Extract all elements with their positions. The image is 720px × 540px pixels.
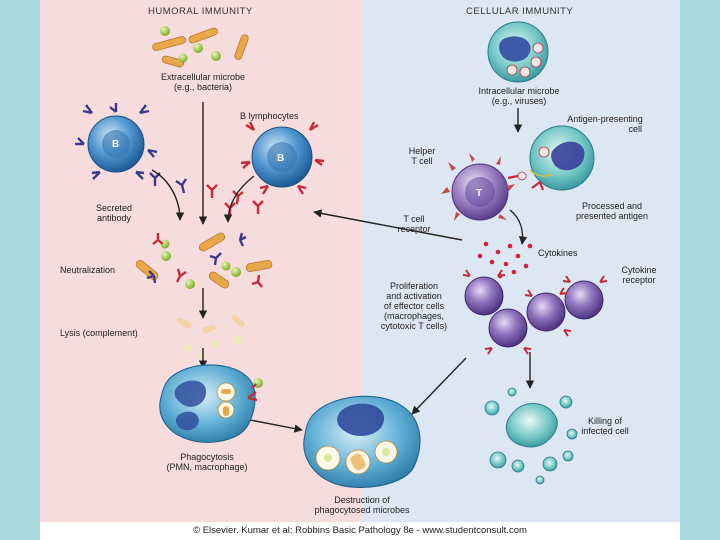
arrow-tcr-to-humoral: [313, 209, 463, 241]
label-tcr-line1: T cell: [403, 214, 425, 224]
label-b-lymphocytes: B lymphocytes: [240, 111, 299, 121]
label-helper-t-cell: Helper T cell: [402, 146, 442, 166]
header-humoral: HUMORAL IMMUNITY: [148, 6, 253, 17]
arrow-to-destruction: [249, 419, 303, 433]
label-killing-line2: infected cell: [581, 426, 629, 436]
label-prolif-line4: (macrophages,: [383, 311, 445, 321]
neutralization-cluster: [135, 232, 273, 289]
label-destruction: Destruction of phagocytosed microbes: [302, 495, 422, 515]
label-destruction-line1: Destruction of: [334, 495, 390, 505]
header-cellular: CELLULAR IMMUNITY: [466, 6, 574, 17]
label-killing-line1: Killing of: [587, 416, 623, 426]
arrow-b-right-to-antibody: [223, 175, 255, 223]
label-processed-line1: Processed and: [581, 201, 643, 211]
label-prolif-line5: cytotoxic T cells): [380, 321, 448, 331]
helper-t-cell: [441, 153, 527, 221]
killed-infected-cell: [484, 387, 578, 485]
label-secreted-line1: Secreted: [95, 203, 133, 213]
b-cell-left: [75, 103, 158, 180]
label-helper-line1: Helper: [408, 146, 436, 156]
label-extracellular-line1: Extracellular microbe: [160, 72, 246, 82]
label-cytokine-receptor: Cytokine receptor: [614, 265, 664, 285]
label-helper-line2: T cell: [411, 156, 433, 166]
destruction-macrophage: [303, 395, 421, 489]
diagram-panel: B B: [40, 0, 680, 540]
label-intracellular-line2: (e.g., viruses): [491, 96, 547, 106]
label-prolif-line2: and activation: [386, 291, 442, 301]
label-tcr: T cell receptor: [392, 214, 436, 234]
label-cytokine-receptor-line1: Cytokine: [621, 265, 657, 275]
cytokine-dots: [477, 241, 533, 279]
label-cytokines: Cytokines: [538, 248, 578, 258]
b-cell-right-letter: B: [277, 153, 284, 164]
label-intracellular-microbe: Intracellular microbe (e.g., viruses): [464, 86, 574, 106]
t-cell-letter: T: [476, 188, 482, 199]
label-apc-line1: Antigen-presenting: [567, 114, 643, 124]
phagocyte: [159, 364, 263, 443]
label-killing: Killing of infected cell: [570, 416, 640, 436]
label-intracellular-line1: Intracellular microbe: [478, 86, 560, 96]
label-processed-line2: presented antigen: [575, 211, 649, 221]
label-phagocytosis-line2: (PMN, macrophage): [166, 462, 248, 472]
b-cell-left-letter: B: [112, 139, 119, 150]
label-phagocytosis-line1: Phagocytosis: [180, 452, 234, 462]
label-lysis: Lysis (complement): [60, 328, 138, 338]
arrow-to-destruction-from-cellular: [411, 357, 467, 415]
label-apc: Antigen-presenting cell: [560, 114, 650, 134]
label-proliferation: Proliferation and activation of effector…: [372, 281, 456, 331]
label-extracellular-microbe: Extracellular microbe (e.g., bacteria): [148, 72, 258, 92]
label-phagocytosis: Phagocytosis (PMN, macrophage): [152, 452, 262, 472]
arrow-b-left-to-antibody: [151, 169, 185, 221]
label-secreted-line2: antibody: [96, 213, 132, 223]
label-neutralization: Neutralization: [60, 265, 116, 275]
label-apc-line2: cell: [628, 124, 642, 134]
label-extracellular-line2: (e.g., bacteria): [173, 82, 233, 92]
effector-cells: [462, 269, 608, 355]
immunity-diagram: B B: [40, 0, 680, 522]
infected-cell-top: [487, 21, 549, 83]
arrow-t-to-cytokines: [509, 209, 528, 245]
label-tcr-line2: receptor: [397, 224, 431, 234]
lysis-fragments: [176, 314, 245, 360]
label-prolif-line1: Proliferation: [389, 281, 439, 291]
label-cytokine-receptor-line2: receptor: [622, 275, 656, 285]
label-destruction-line2: phagocytosed microbes: [314, 505, 410, 515]
copyright-footer: © Elsevier. Kumar et al: Robbins Basic P…: [40, 522, 680, 540]
label-prolif-line3: of effector cells: [383, 301, 445, 311]
label-processed-antigen: Processed and presented antigen: [562, 201, 662, 221]
extracellular-microbes: [152, 26, 249, 68]
b-cell-right: [240, 121, 325, 195]
antigen-presenting-cell: [529, 125, 595, 191]
label-secreted-antibody: Secreted antibody: [84, 203, 144, 223]
